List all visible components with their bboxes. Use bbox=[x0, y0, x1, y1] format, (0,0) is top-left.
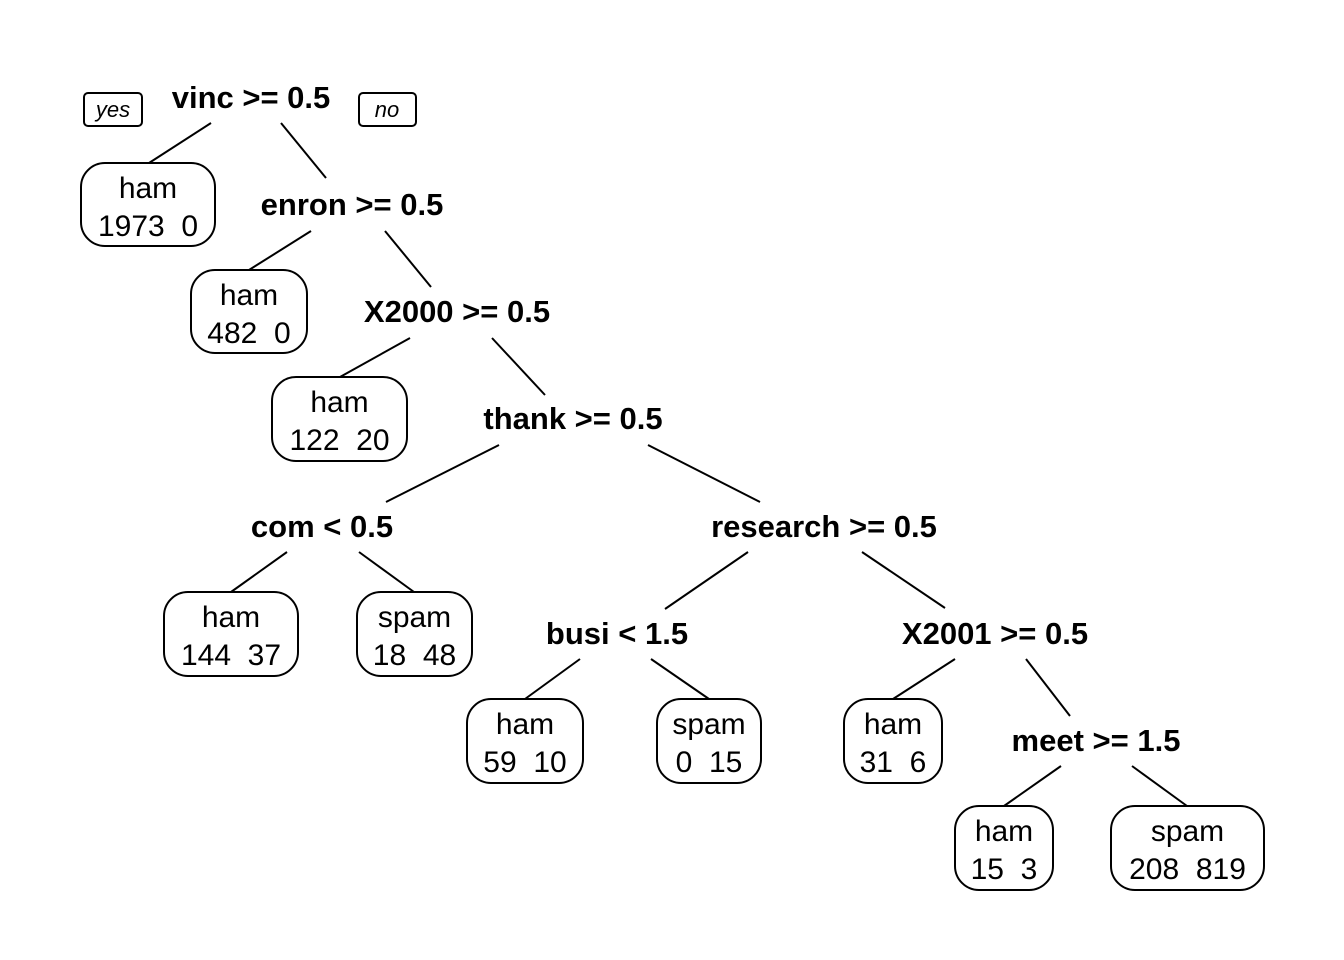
leaf-box bbox=[466, 698, 584, 784]
edge-com-l5 bbox=[358, 551, 415, 593]
leaf-box bbox=[190, 269, 308, 354]
leaf-class-label: ham bbox=[220, 279, 278, 312]
edge-thank-research bbox=[647, 444, 761, 503]
split-node-com: com < 0.5 bbox=[251, 509, 393, 544]
split-node-research: research >= 0.5 bbox=[711, 509, 937, 544]
edge-meet-l9 bbox=[1003, 765, 1062, 807]
leaf-node-l6: ham 59 10 bbox=[466, 698, 584, 784]
split-node-enron: enron >= 0.5 bbox=[261, 187, 444, 222]
leaf-counts-label: 1973 0 bbox=[98, 210, 198, 243]
leaf-class-label: ham bbox=[864, 708, 922, 741]
leaf-counts-label: 31 6 bbox=[860, 746, 927, 779]
leaf-nodes: ham 1973 0 ham 482 0 ham 122 20 ham 144 37 spam 1… bbox=[80, 162, 1265, 891]
leaf-class-label: ham bbox=[202, 601, 260, 634]
edge-enron-l2 bbox=[248, 230, 312, 271]
leaf-node-l3: ham 122 20 bbox=[271, 376, 408, 462]
leaf-box bbox=[356, 591, 473, 677]
leaf-counts-label: 15 3 bbox=[971, 853, 1038, 886]
leaf-box bbox=[80, 162, 216, 247]
leaf-box bbox=[954, 805, 1054, 891]
leaf-node-l2: ham 482 0 bbox=[190, 269, 308, 354]
leaf-class-label: spam bbox=[378, 601, 451, 634]
edges-layer bbox=[148, 122, 1188, 807]
edge-thank-com bbox=[385, 444, 500, 503]
leaf-box bbox=[843, 698, 943, 784]
leaf-class-label: ham bbox=[496, 708, 554, 741]
leaf-counts-label: 59 10 bbox=[483, 746, 566, 779]
edge-enron-x2000 bbox=[384, 230, 432, 288]
leaf-counts-label: 208 819 bbox=[1129, 853, 1246, 886]
leaf-node-l5: spam 18 48 bbox=[356, 591, 473, 677]
leaf-counts-label: 482 0 bbox=[207, 317, 290, 350]
split-node-busi: busi < 1.5 bbox=[546, 616, 688, 651]
edge-vinc-enron bbox=[280, 122, 327, 179]
leaf-node-l7: spam 0 15 bbox=[656, 698, 762, 784]
yes-label: yes bbox=[83, 92, 143, 127]
edge-x2001-l8 bbox=[892, 658, 956, 700]
yes-label-text: yes bbox=[94, 97, 130, 122]
leaf-counts-label: 144 37 bbox=[181, 639, 281, 672]
edge-vinc-l1 bbox=[148, 122, 212, 164]
no-label: no bbox=[358, 92, 417, 127]
leaf-node-l8: ham 31 6 bbox=[843, 698, 943, 784]
edge-x2000-thank bbox=[491, 337, 546, 396]
edge-research-busi bbox=[664, 551, 749, 610]
leaf-box bbox=[656, 698, 762, 784]
split-node-x2001: X2001 >= 0.5 bbox=[902, 616, 1088, 651]
edge-x2001-meet bbox=[1025, 658, 1071, 717]
leaf-class-label: spam bbox=[1151, 815, 1224, 848]
leaf-class-label: ham bbox=[310, 386, 368, 419]
split-node-meet: meet >= 1.5 bbox=[1012, 723, 1181, 758]
split-node-thank: thank >= 0.5 bbox=[483, 401, 662, 436]
edge-com-l4 bbox=[230, 551, 288, 593]
edge-x2000-l3 bbox=[339, 337, 411, 378]
split-node-vinc: vinc >= 0.5 bbox=[172, 80, 331, 115]
leaf-class-label: ham bbox=[975, 815, 1033, 848]
edge-research-x2001 bbox=[861, 551, 946, 609]
leaf-box bbox=[163, 591, 299, 677]
leaf-node-l1: ham 1973 0 bbox=[80, 162, 216, 247]
edge-busi-l6 bbox=[524, 658, 581, 700]
leaf-node-l9: ham 15 3 bbox=[954, 805, 1054, 891]
leaf-counts-label: 122 20 bbox=[289, 424, 389, 457]
leaf-class-label: spam bbox=[672, 708, 745, 741]
split-node-x2000: X2000 >= 0.5 bbox=[364, 294, 550, 329]
leaf-counts-label: 18 48 bbox=[373, 639, 456, 672]
leaf-node-l10: spam 208 819 bbox=[1110, 805, 1265, 891]
no-label-text: no bbox=[375, 97, 399, 122]
leaf-box bbox=[1110, 805, 1265, 891]
leaf-node-l4: ham 144 37 bbox=[163, 591, 299, 677]
edge-meet-l10 bbox=[1131, 765, 1188, 807]
edge-busi-l7 bbox=[650, 658, 710, 700]
leaf-counts-label: 0 15 bbox=[676, 746, 743, 779]
leaf-box bbox=[271, 376, 408, 462]
leaf-class-label: ham bbox=[119, 172, 177, 205]
